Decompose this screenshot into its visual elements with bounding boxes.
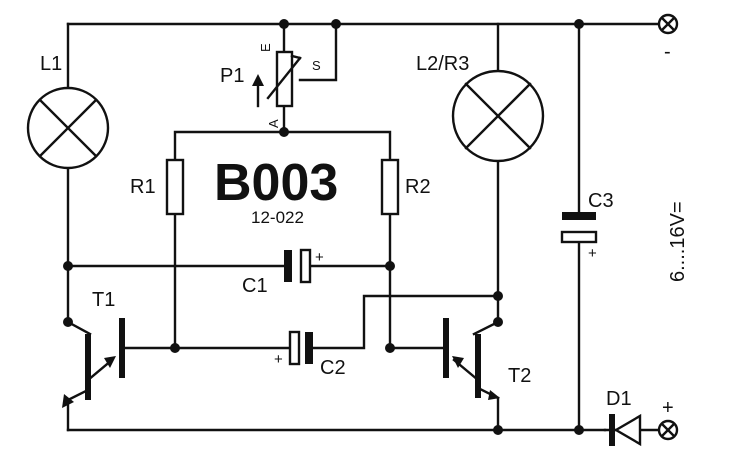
label-l1: L1 xyxy=(40,53,62,75)
terminal-minus: - xyxy=(657,13,679,63)
c3-plate-solid xyxy=(562,212,596,220)
label-c1-plus: + xyxy=(315,249,324,266)
p1-adjust-tip xyxy=(290,54,302,60)
junction xyxy=(493,425,503,435)
label-terminal-plus: + xyxy=(662,397,674,419)
p1-arrow-icon xyxy=(252,74,264,86)
terminal-plus-cross xyxy=(660,422,676,438)
label-c3: C3 xyxy=(588,190,614,212)
junction xyxy=(331,19,341,29)
label-d1: D1 xyxy=(606,388,632,410)
label-t2: T2 xyxy=(508,365,531,387)
board-title: B003 xyxy=(214,154,338,212)
lamp-l2-cross xyxy=(464,82,532,150)
wire-c2-right xyxy=(310,294,500,350)
junction xyxy=(385,343,395,353)
transistor-t1: T1 xyxy=(62,289,125,408)
t2-bottom-arrow-icon xyxy=(488,390,500,400)
label-r1: R1 xyxy=(130,176,156,198)
label-r2: R2 xyxy=(405,176,431,198)
label-c3-plus: + xyxy=(588,245,597,262)
label-p1-e: E xyxy=(258,43,273,52)
c2-plate-open xyxy=(288,330,301,366)
t1-emitter-link xyxy=(66,388,90,402)
label-p1-a: A xyxy=(266,119,281,128)
label-c1: C1 xyxy=(242,275,268,297)
lamp-l1: L1 xyxy=(26,53,110,170)
label-t1: T1 xyxy=(92,289,115,311)
junctions xyxy=(63,19,584,435)
c2-plate-solid xyxy=(305,332,313,364)
resistor-r1: R1 xyxy=(130,158,185,216)
junction xyxy=(279,127,289,137)
wire-p1-wiper xyxy=(298,22,338,82)
capacitor-c2: + C2 xyxy=(274,330,346,379)
capacitor-c3: C3 + xyxy=(560,190,614,262)
junction xyxy=(574,425,584,435)
label-c2: C2 xyxy=(320,357,346,379)
lamp-l1-cross xyxy=(38,98,98,158)
capacitor-c1: + C1 xyxy=(242,248,324,297)
transistor-t2: T2 xyxy=(443,318,531,400)
wires xyxy=(66,22,662,432)
d1-triangle xyxy=(613,413,642,447)
junction xyxy=(493,291,503,301)
junction xyxy=(574,19,584,29)
t1-bottom-arrow-icon xyxy=(62,394,74,408)
label-terminal-minus: - xyxy=(664,41,671,63)
terminal-plus: + xyxy=(657,397,679,441)
junction xyxy=(279,19,289,29)
junction xyxy=(63,261,73,271)
lamp-l2: L2/R3 xyxy=(416,53,545,163)
diode-d1: D1 xyxy=(606,388,642,447)
resistor-r2: R2 xyxy=(380,158,431,216)
label-l2: L2/R3 xyxy=(416,53,469,75)
r1-body xyxy=(165,158,185,216)
potentiometer-p1: P1 E S A xyxy=(220,43,321,128)
junction xyxy=(170,343,180,353)
label-c2-plus: + xyxy=(274,351,283,368)
junction xyxy=(63,317,73,327)
junction xyxy=(493,317,503,327)
board-subtitle: 12-022 xyxy=(251,208,304,227)
r2-body xyxy=(380,158,400,216)
t2-emitter-arrow-icon xyxy=(452,356,464,368)
c3-plate-open xyxy=(560,230,598,244)
junction xyxy=(385,261,395,271)
c1-plate-solid xyxy=(284,250,292,282)
label-p1-s: S xyxy=(312,58,321,73)
terminal-minus-cross xyxy=(660,16,676,32)
p1-adjust-line xyxy=(266,56,302,100)
supply-voltage-label: 6....16V= xyxy=(667,201,689,282)
c1-plate-open xyxy=(299,248,312,284)
label-p1: P1 xyxy=(220,65,244,87)
t1-emitter-arrow-icon xyxy=(104,356,116,368)
